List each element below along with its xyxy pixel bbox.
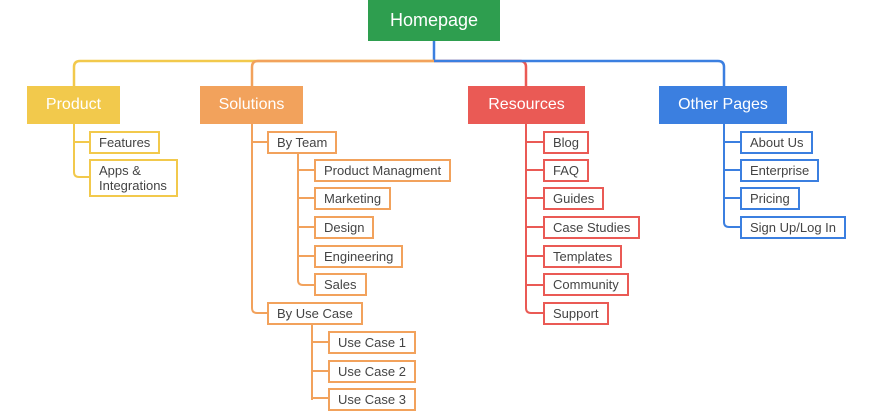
connector-root-resources	[434, 59, 528, 87]
node-product-apps-integrations[interactable]: Apps & Integrations	[89, 159, 178, 197]
node-other-pages[interactable]: Other Pages	[659, 86, 787, 124]
node-resources-blog[interactable]: Blog	[543, 131, 590, 154]
connector-resources	[525, 124, 543, 314]
connector-by-team	[297, 152, 314, 286]
connector-other-pages	[723, 124, 740, 228]
node-other-pricing[interactable]: Pricing	[740, 187, 800, 210]
node-team-marketing[interactable]: Marketing	[314, 187, 392, 210]
node-team-sales[interactable]: Sales	[314, 273, 367, 296]
connector-root-other	[434, 59, 726, 87]
connector-lines	[72, 41, 740, 400]
node-by-team[interactable]: By Team	[267, 131, 338, 154]
connector-by-use-case	[311, 324, 328, 400]
connector-solutions	[251, 124, 267, 314]
node-team-design[interactable]: Design	[314, 216, 375, 239]
node-resources-case-studies[interactable]: Case Studies	[543, 216, 641, 239]
node-use-case-2[interactable]: Use Case 2	[328, 360, 416, 383]
node-resources-guides[interactable]: Guides	[543, 187, 605, 210]
node-use-case-1[interactable]: Use Case 1	[328, 331, 416, 354]
node-product-features[interactable]: Features	[89, 131, 161, 154]
node-team-engineering[interactable]: Engineering	[314, 245, 404, 268]
node-other-about-us[interactable]: About Us	[740, 131, 814, 154]
node-solutions[interactable]: Solutions	[200, 86, 303, 124]
connector-root-solutions	[250, 59, 434, 87]
connector-root-product	[72, 59, 434, 87]
node-resources-support[interactable]: Support	[543, 302, 609, 325]
node-team-product-management[interactable]: Product Managment	[314, 159, 452, 182]
node-other-enterprise[interactable]: Enterprise	[740, 159, 820, 182]
node-resources-community[interactable]: Community	[543, 273, 629, 296]
node-resources[interactable]: Resources	[468, 86, 585, 124]
node-resources-faq[interactable]: FAQ	[543, 159, 590, 182]
connector-product	[73, 124, 89, 178]
node-product[interactable]: Product	[27, 86, 120, 124]
node-other-sign-up-log-in[interactable]: Sign Up/Log In	[740, 216, 847, 239]
node-homepage[interactable]: Homepage	[368, 0, 500, 41]
node-by-use-case[interactable]: By Use Case	[267, 302, 363, 325]
node-resources-templates[interactable]: Templates	[543, 245, 623, 268]
